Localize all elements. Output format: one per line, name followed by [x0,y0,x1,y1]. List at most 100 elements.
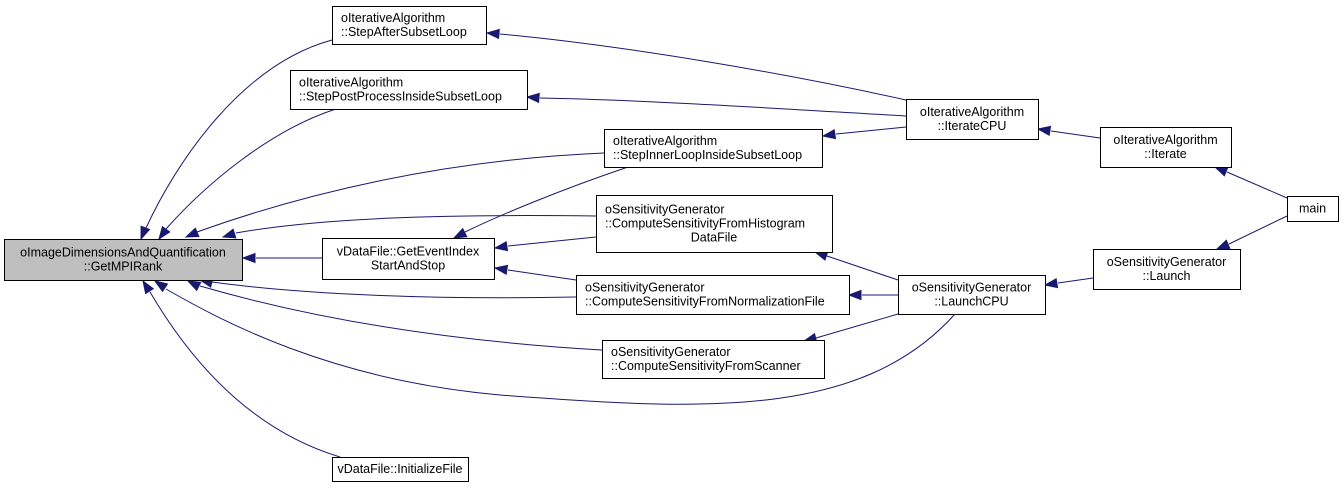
node-label: oSensitivityGenerator [605,203,725,217]
node-initfile[interactable]: vDataFile::InitializeFile [332,457,469,482]
node-label: oIterativeAlgorithm [341,11,445,25]
node-label: ::ComputeSensitivityFromNormalizationFil… [585,295,825,309]
arrowhead-icon [1043,277,1059,289]
edge-comphist-to-geteventindex [493,236,597,252]
edge-main-to-iterate [1213,166,1288,199]
arrowhead-icon [525,92,540,104]
arrowhead-icon [1215,239,1231,250]
node-iteratecpu[interactable]: oIterativeAlgorithm::IterateCPU [906,99,1039,140]
arrowhead-icon [142,279,155,295]
node-box[interactable] [602,340,825,379]
node-label: StartAndStop [371,259,445,273]
node-label: ::Iterate [1144,147,1186,161]
node-box[interactable] [604,129,823,168]
arrowhead-icon [493,264,509,276]
node-box[interactable] [596,195,833,253]
edge-geteventindex-to-getmpirank [241,252,322,264]
node-compnorm[interactable]: oSensitivityGenerator::ComputeSensitivit… [576,275,850,315]
node-box[interactable] [576,275,850,315]
edge-main-to-launch [1215,215,1288,250]
edge-line [1057,277,1094,284]
edge-compscan-to-getmpirank [186,280,603,351]
arrowhead-icon [1036,125,1052,137]
arrowhead-icon [1213,166,1229,177]
arrowhead-icon [153,280,169,293]
nodes-layer: oImageDimensionsAndQuantification::GetMP… [4,6,1339,482]
node-label: oIterativeAlgorithm [1113,133,1217,147]
node-label: main [1299,202,1326,216]
arrowhead-icon [452,227,468,239]
node-getmpirank[interactable]: oImageDimensionsAndQuantification::GetMP… [4,239,243,281]
node-box[interactable] [322,238,495,280]
node-label: ::StepInnerLoopInsideSubsetLoop [613,148,802,162]
arrowhead-icon [221,228,237,239]
node-label: oIterativeAlgorithm [299,76,403,90]
node-label: ::ComputeSensitivityFromHistogram [605,217,805,231]
edge-line [826,255,899,281]
node-box[interactable] [4,239,243,281]
node-box[interactable] [290,70,528,110]
edge-line [165,288,956,405]
edge-iteratecpu-to-stepafter [485,28,907,101]
edge-compnorm-to-geteventindex [493,264,577,281]
edge-launchcpu-to-compscan [802,313,899,344]
node-box[interactable] [1100,127,1232,168]
node-stepafter[interactable]: oIterativeAlgorithm::StepAfterSubsetLoop [332,6,487,45]
node-label: ::GetMPIRank [84,260,163,274]
edge-stepinner-to-geteventindex [452,166,629,239]
edge-launchcpu-to-getmpirank [153,280,956,405]
node-stepinner[interactable]: oIterativeAlgorithm::StepInnerLoopInside… [604,129,823,168]
edge-steppost-to-getmpirank [158,108,337,241]
node-iterate[interactable]: oIterativeAlgorithm::Iterate [1100,127,1232,168]
node-box[interactable] [1093,249,1241,290]
node-compscan[interactable]: oSensitivityGenerator::ComputeSensitivit… [602,340,825,379]
node-box[interactable] [1287,196,1339,222]
edge-line [149,291,341,458]
node-comphist[interactable]: oSensitivityGenerator::ComputeSensitivit… [596,195,833,253]
node-label: oIterativeAlgorithm [613,134,717,148]
edge-line [507,269,577,281]
node-main[interactable]: main [1287,196,1339,222]
node-label: ::ComputeSensitivityFromScanner [611,359,801,373]
node-box[interactable] [898,275,1046,315]
arrowhead-icon [158,225,171,241]
edge-launchcpu-to-compnorm [847,289,898,301]
node-label: vDataFile::InitializeFile [337,462,462,476]
node-label: oSensitivityGenerator [585,281,705,295]
arrowhead-icon [186,280,202,292]
node-launchcpu[interactable]: oSensitivityGenerator::LaunchCPU [898,275,1046,315]
node-label: ::StepPostProcessInsideSubsetLoop [299,90,502,104]
arrowhead-icon [847,289,862,301]
edge-line [835,126,907,135]
edge-line [1050,130,1101,139]
node-steppost[interactable]: oIterativeAlgorithm::StepPostProcessInsi… [290,70,528,110]
edge-stepinner-to-getmpirank [184,152,605,238]
node-label: oImageDimensionsAndQuantification [20,246,226,260]
node-label: ::LaunchCPU [934,295,1008,309]
edge-line [539,97,907,117]
edge-line [815,313,899,339]
edge-line [1228,215,1288,245]
arrowhead-icon [493,240,509,252]
edges-layer [140,28,1288,458]
node-label: ::IterateCPU [938,119,1007,133]
node-label: vDataFile::GetEventIndex [337,245,480,259]
node-label: oSensitivityGenerator [912,281,1032,295]
node-label: oSensitivityGenerator [611,345,731,359]
node-box[interactable] [332,6,487,45]
node-label: DataFile [691,231,738,245]
edge-line [235,215,597,234]
edge-iterate-to-iteratecpu [1036,125,1101,139]
node-box[interactable] [906,99,1039,140]
node-launch[interactable]: oSensitivityGenerator::Launch [1093,249,1241,290]
arrowhead-icon [241,252,256,264]
node-label: oIterativeAlgorithm [920,105,1024,119]
edge-line [507,236,597,247]
edge-iteratecpu-to-stepinner [821,126,907,140]
edge-launch-to-launchcpu [1043,277,1094,289]
edge-line [464,166,629,233]
node-box[interactable] [332,457,469,482]
arrowhead-icon [184,227,200,238]
